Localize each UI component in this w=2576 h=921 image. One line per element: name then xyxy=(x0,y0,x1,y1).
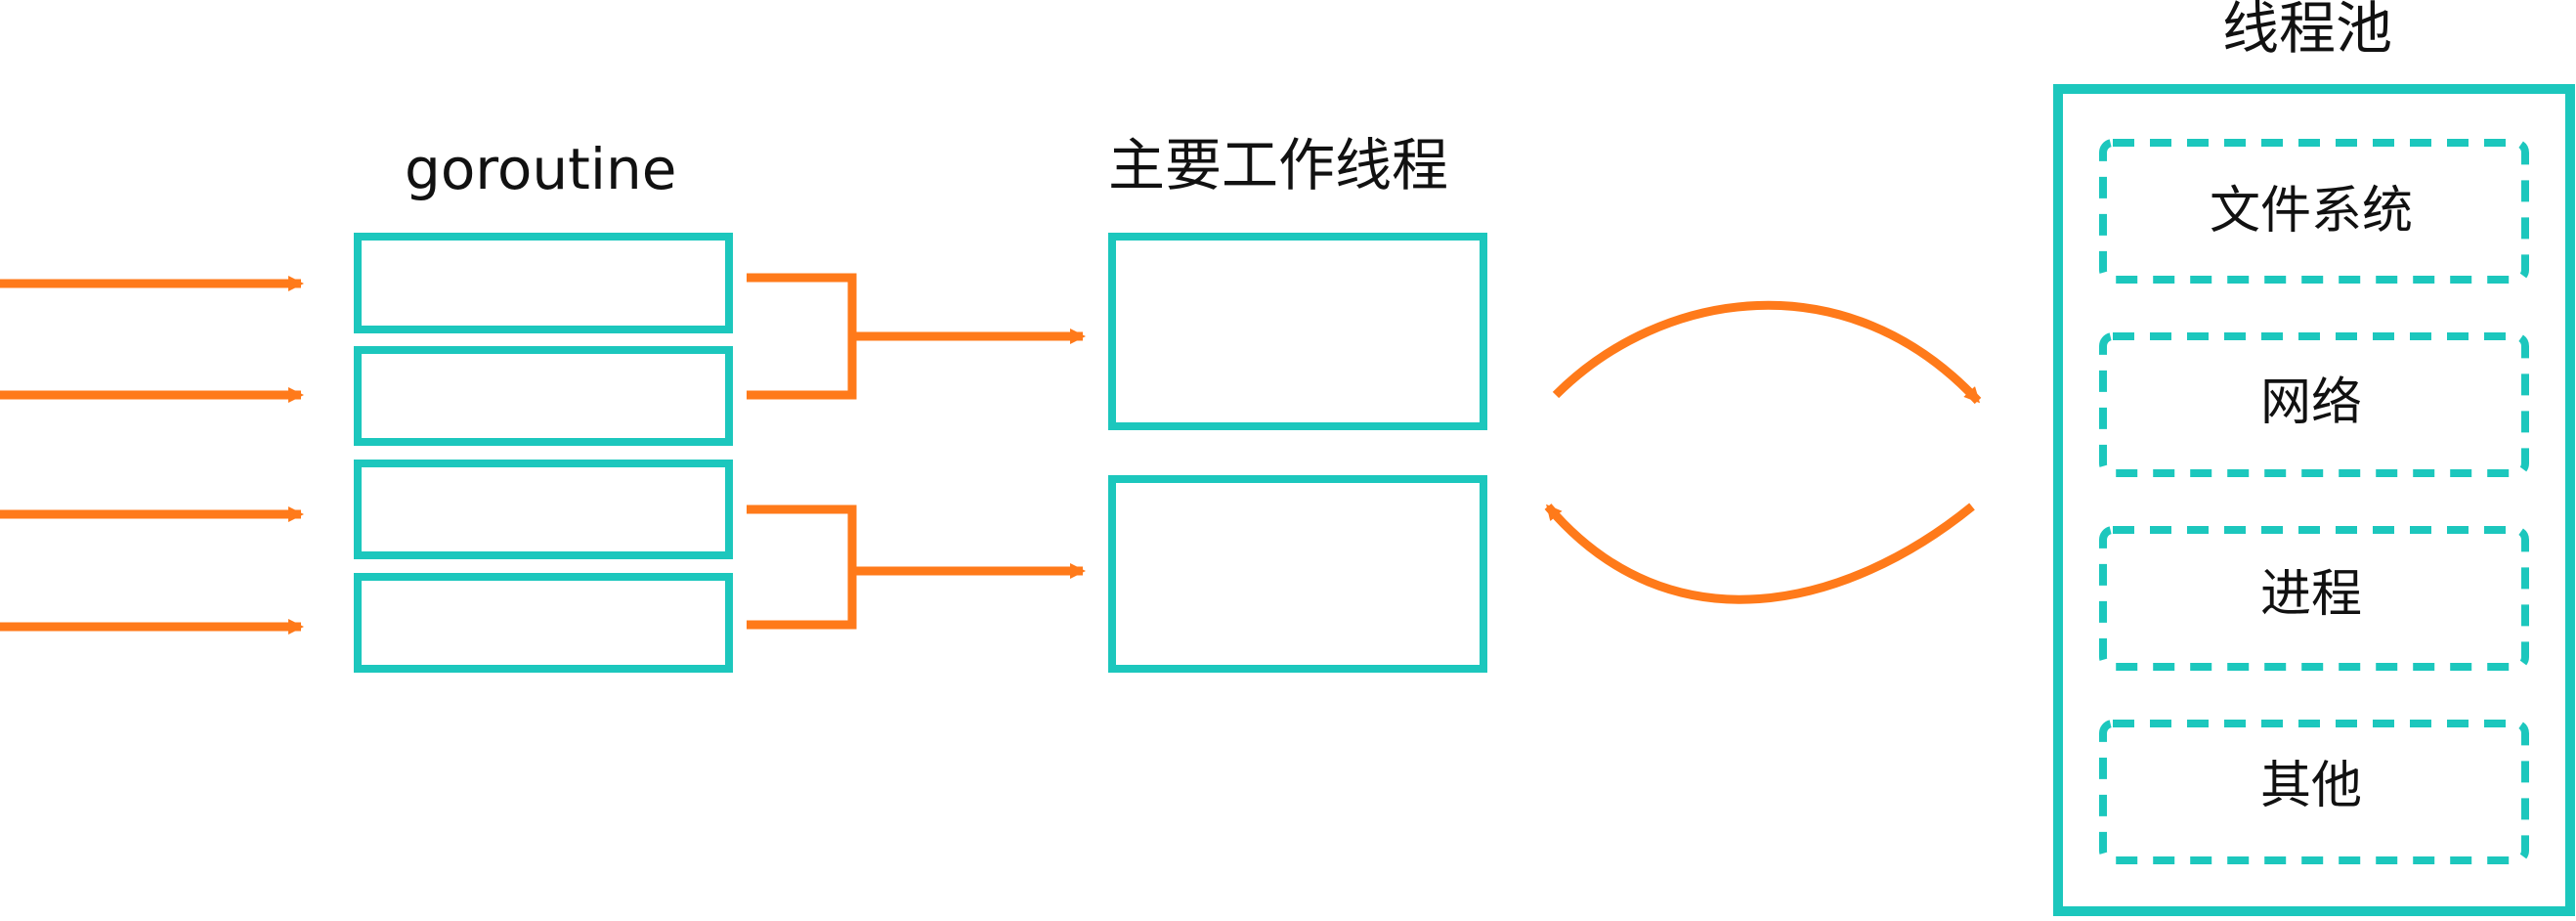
thread-pool-item-box-1 xyxy=(2099,139,2529,284)
thread-pool-item-box-3 xyxy=(2099,526,2529,671)
thread-pool-item-box-2 xyxy=(2099,332,2529,477)
thread-pool-item-process: 进程 xyxy=(2259,565,2362,624)
thread-pool-item-network: 网络 xyxy=(2259,373,2362,432)
lower-bracket-connector xyxy=(747,504,1083,630)
goroutine-box-4 xyxy=(354,573,733,673)
thread-pool-item-other: 其他 xyxy=(2259,757,2362,815)
thread-pool-item-filesystem: 文件系统 xyxy=(2209,182,2413,241)
worker-thread-box-1 xyxy=(1108,233,1487,430)
main-worker-threads-title: 主要工作线程 xyxy=(1108,132,1449,198)
thread-pool-title: 线程池 xyxy=(2222,0,2393,62)
goroutine-box-2 xyxy=(354,346,733,446)
thread-pool-item-box-4 xyxy=(2099,720,2529,864)
goroutine-box-1 xyxy=(354,233,733,333)
worker-thread-box-2 xyxy=(1108,475,1487,673)
response-curve-arrow xyxy=(1544,503,1975,604)
goroutine-box-3 xyxy=(354,460,733,559)
goroutine-title: goroutine xyxy=(405,136,677,202)
request-curve-arrow xyxy=(1552,300,1982,405)
upper-bracket-connector xyxy=(747,273,1083,400)
